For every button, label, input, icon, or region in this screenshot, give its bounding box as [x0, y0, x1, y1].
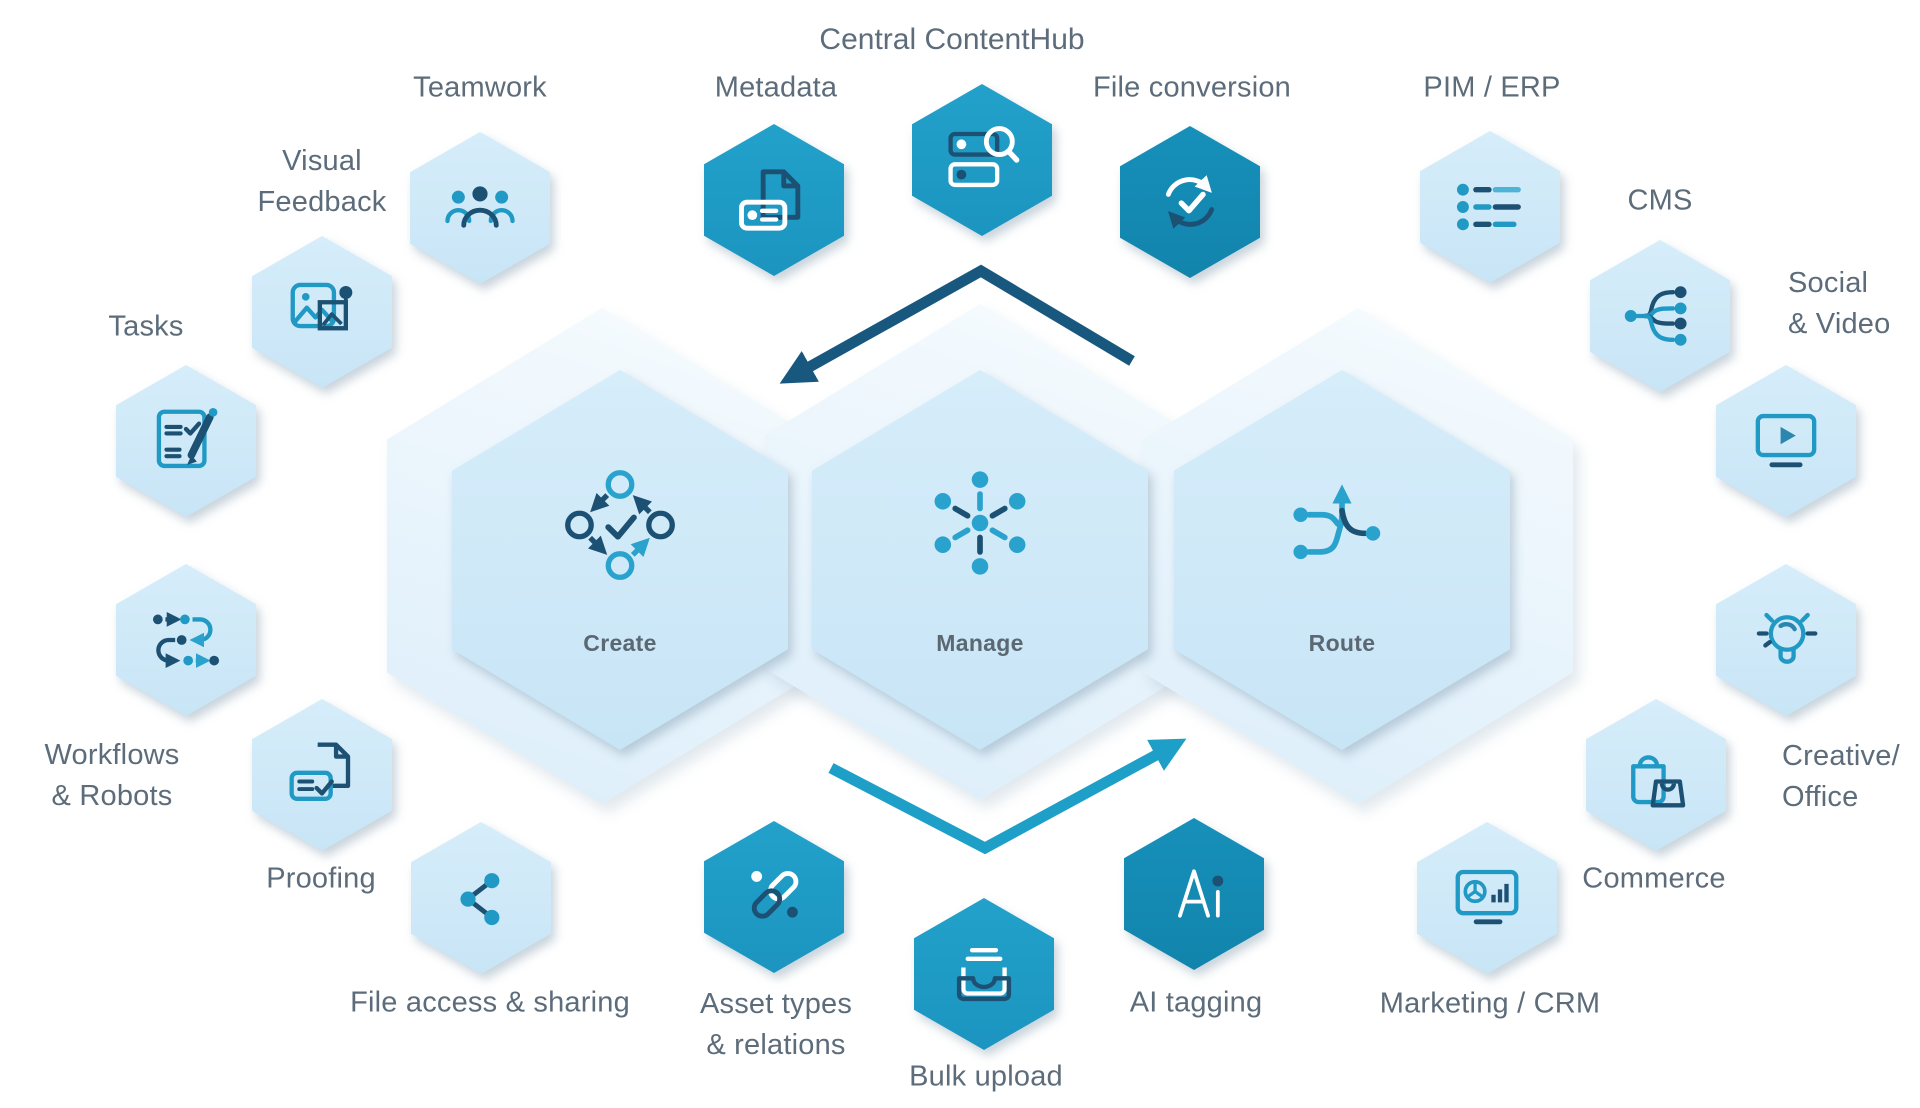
core-hex-route: Route [1174, 370, 1510, 750]
fan-out-icon [1624, 286, 1687, 346]
cycle-check-icon [565, 470, 675, 581]
convert-arrows-icon [1165, 175, 1215, 229]
hex-bulk-upload [914, 898, 1054, 1050]
label-marketing: Marketing / CRM [1379, 987, 1601, 1020]
lightbulb-icon [1756, 612, 1818, 664]
shopping-bags-icon [1631, 755, 1686, 808]
people-group-icon [445, 186, 515, 228]
image-annotation-icon [290, 282, 353, 331]
checklist-pencil-icon [156, 407, 218, 469]
video-screen-icon [1755, 413, 1817, 468]
label-commerce: Commerce [1582, 862, 1726, 895]
label-teamwork: Teamwork [413, 71, 547, 104]
label-metadata: Metadata [714, 71, 838, 104]
document-tag-icon [739, 169, 801, 231]
upload-tray-icon [956, 948, 1012, 1002]
label-pim-erp: PIM / ERP [1423, 71, 1561, 104]
label-creative-office: Creative/ Office [1782, 739, 1900, 813]
hex-social-video [1716, 365, 1856, 517]
hex-central-contenthub [912, 84, 1052, 236]
label-tasks: Tasks [108, 310, 184, 343]
hex-marketing [1417, 822, 1557, 974]
ai-letters-icon [1178, 869, 1224, 918]
label-social-video: Social & Video [1788, 266, 1891, 340]
hex-visual-feedback [252, 236, 392, 388]
hex-creative-office [1716, 564, 1856, 716]
label-bulk-upload: Bulk upload [909, 1060, 1063, 1093]
hex-teamwork [410, 132, 550, 284]
hex-commerce [1586, 699, 1726, 851]
search-database-icon [948, 126, 1020, 188]
dashboard-icon [1455, 869, 1519, 925]
hex-workflows [116, 564, 256, 716]
core-hex-manage: Manage [812, 370, 1148, 750]
hex-asset-types [704, 821, 844, 973]
label-ai-tagging: AI tagging [1129, 986, 1263, 1019]
hex-cms [1590, 240, 1730, 392]
flow-arrow-bottom-icon [828, 738, 1187, 855]
hex-ai-tagging [1124, 818, 1264, 970]
page-title: Central ContentHub [819, 23, 1085, 56]
label-cms: CMS [1627, 184, 1693, 217]
hex-file-conversion [1120, 126, 1260, 278]
hex-metadata [704, 124, 844, 276]
core-hex-create: Create [452, 370, 788, 750]
label-workflows: Workflows & Robots [44, 738, 180, 812]
chain-link-icon [751, 871, 799, 919]
hub-spoke-icon [934, 471, 1026, 575]
hex-proofing [252, 699, 392, 851]
hex-pim-erp [1420, 131, 1560, 283]
share-nodes-icon [460, 873, 500, 926]
label-proofing: Proofing [266, 862, 376, 895]
label-visual-feedback: Visual Feedback [257, 144, 387, 218]
label-file-access: File access & sharing [350, 986, 630, 1019]
hex-file-access [411, 822, 551, 974]
core-hex-label-create: Create [583, 630, 657, 657]
core-hex-label-manage: Manage [936, 630, 1024, 657]
label-asset-types: Asset types & relations [699, 987, 853, 1061]
bullet-list-icon [1456, 183, 1521, 231]
merge-route-icon [1293, 484, 1381, 560]
flow-steps-icon [152, 612, 220, 668]
flow-arrow-top-icon [779, 264, 1135, 384]
label-file-conversion: File conversion [1092, 71, 1292, 104]
document-approve-icon [289, 742, 351, 801]
hex-tasks [116, 365, 256, 517]
core-hex-label-route: Route [1308, 630, 1376, 657]
